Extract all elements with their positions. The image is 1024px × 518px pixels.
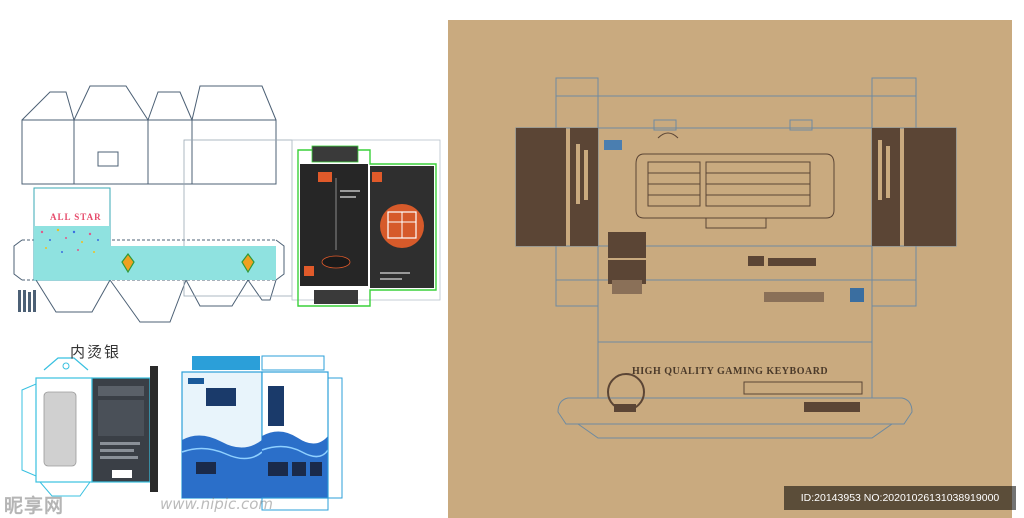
teal-print-band xyxy=(18,187,276,312)
mid-panel-graphics xyxy=(604,140,864,302)
all-star-label: ALL STAR xyxy=(50,212,102,222)
front-panel-graphics xyxy=(607,373,863,412)
side-panel-text xyxy=(576,140,890,204)
inner-silver-label: 内烫银 xyxy=(70,343,122,361)
dark-product-box xyxy=(291,139,441,307)
side-barcode-text xyxy=(18,290,36,312)
kraft-headline: HIGH QUALITY GAMING KEYBOARD xyxy=(632,366,829,377)
die-cut-template xyxy=(13,85,293,323)
waterproof-bag-box xyxy=(181,355,343,511)
phone-case-dieline xyxy=(21,357,158,497)
kraft-dieline xyxy=(515,77,957,439)
packaging-dielines-left xyxy=(13,85,441,511)
keyboard-illustration xyxy=(635,132,835,229)
emblem-icon xyxy=(121,253,255,274)
watermark-logo: 昵享网 xyxy=(4,495,65,517)
watermark-id: ID:20143953 NO:20201026131038919000 xyxy=(784,486,1016,510)
watermark-url: www.nipic.com xyxy=(160,495,274,513)
confetti-dots xyxy=(40,228,99,253)
kraft-keyboard-box: HIGH QUALITY GAMING KEYBOARD xyxy=(448,20,1012,518)
